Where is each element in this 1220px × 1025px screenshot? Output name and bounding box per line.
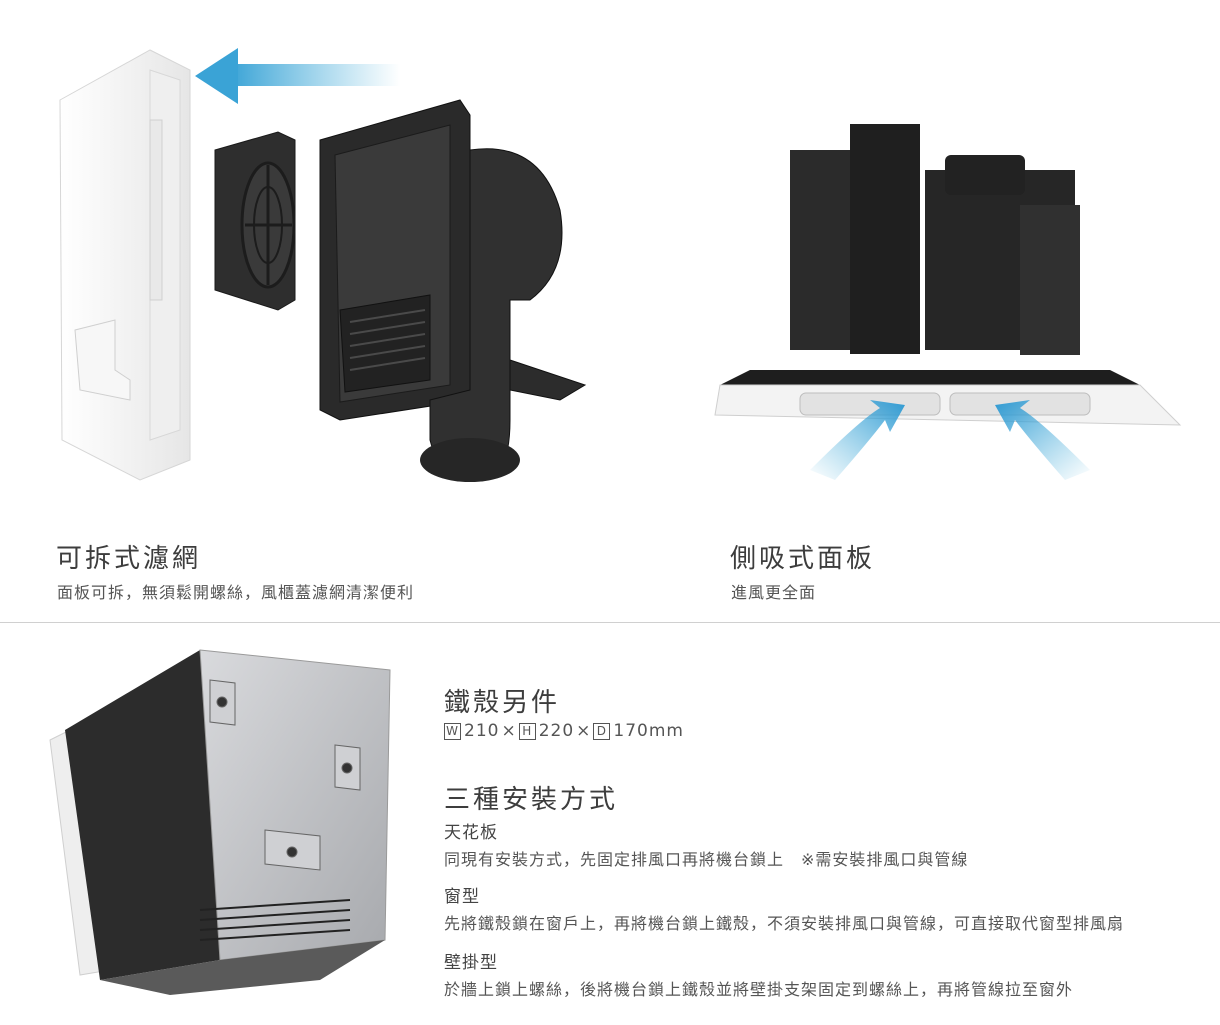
- width-mark: W: [444, 722, 461, 740]
- section-divider: [0, 622, 1220, 623]
- intake-arrows: [810, 400, 1090, 480]
- depth-mark: D: [593, 722, 611, 740]
- height-mark: H: [518, 722, 536, 740]
- airflow-arrow: [195, 48, 400, 104]
- iron-housing-illustration: [49, 649, 391, 995]
- front-panel: [59, 49, 191, 481]
- feature-desc-side-intake: 進風更全面: [731, 583, 817, 602]
- times-sign: ×: [576, 721, 592, 741]
- feature-title-side-intake: 側吸式面板: [730, 544, 876, 574]
- install-method-name: 天花板: [444, 823, 498, 843]
- times-sign: ×: [501, 721, 517, 741]
- housing-title: 鐵殼另件: [444, 688, 561, 718]
- install-method-desc: 於牆上鎖上螺絲，後將機台鎖上鐵殼並將壁掛支架固定到螺絲上，再將管線拉至窗外: [444, 980, 1074, 999]
- feature-title-detachable-filter: 可拆式濾網: [56, 544, 202, 574]
- housing-dimensions: W 210 × H 220 × D 170mm: [444, 721, 684, 741]
- feature-desc-detachable-filter: 面板可拆，無須鬆開螺絲，風櫃蓋濾網清潔便利: [57, 583, 415, 602]
- install-method-desc: 同現有安裝方式，先固定排風口再將機台鎖上 ※需安裝排風口與管線: [444, 850, 969, 869]
- depth-value: 170mm: [613, 721, 684, 741]
- side-intake-illustration: [714, 124, 1182, 480]
- width-value: 210: [464, 721, 500, 741]
- height-value: 220: [538, 721, 575, 741]
- detachable-filter-illustration: [59, 48, 587, 482]
- install-method-desc: 先將鐵殼鎖在窗戶上，再將機台鎖上鐵殼，不須安裝排風口與管線，可直接取代窗型排風扇: [444, 914, 1125, 933]
- intake-panel: [714, 370, 1182, 426]
- install-methods-title: 三種安裝方式: [444, 785, 619, 815]
- install-method-name: 窗型: [444, 887, 480, 907]
- fan-body: [319, 99, 587, 482]
- install-method-name: 壁掛型: [444, 953, 498, 973]
- housing-box: [49, 649, 391, 995]
- filter-frame: [214, 131, 296, 311]
- fan-unit: [790, 124, 1080, 355]
- mounting-brackets: [209, 679, 361, 871]
